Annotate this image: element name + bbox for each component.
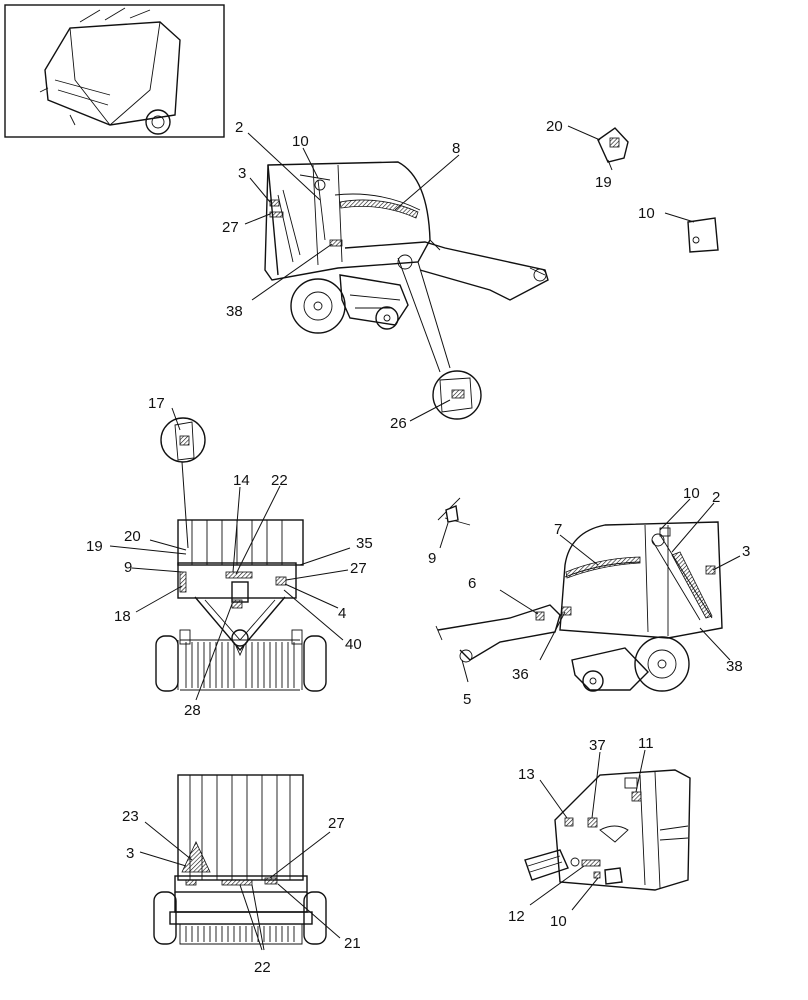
callout-v5-23: 23 [122, 808, 139, 825]
callout-v1-38: 38 [226, 303, 243, 320]
callout-v5-27: 27 [328, 815, 345, 832]
callout-v5-22: 22 [254, 959, 271, 976]
callout-v3-40: 40 [345, 636, 362, 653]
callout-v4-3: 3 [742, 543, 750, 560]
baler-rear-view [153, 774, 327, 945]
callout-v3-28: 28 [184, 702, 201, 719]
callout-v4-7: 7 [554, 521, 562, 538]
inset-overview [4, 4, 225, 138]
callout-v1-27: 27 [222, 219, 239, 236]
callout-v3-35: 35 [356, 535, 373, 552]
callout-v3-17: 17 [148, 395, 165, 412]
callout-v3-4: 4 [338, 605, 346, 622]
leaders-v4 [461, 498, 741, 683]
baler-front-view [155, 417, 327, 692]
callout-v6-13: 13 [518, 766, 535, 783]
callout-v1-3: 3 [238, 165, 246, 182]
callout-v3-20: 20 [124, 528, 141, 545]
leaders-v6 [529, 749, 646, 911]
callout-v2-19: 19 [595, 174, 612, 191]
callout-v3-18: 18 [114, 608, 131, 625]
callout-v4-2: 2 [712, 489, 720, 506]
leaders-v5 [139, 821, 341, 951]
callout-v6-10: 10 [550, 913, 567, 930]
decal-detail-10 [664, 212, 719, 253]
callout-v3-22: 22 [271, 472, 288, 489]
leaders-v3 [109, 407, 351, 701]
callout-v1-10: 10 [292, 133, 309, 150]
baler-tailgate-view [524, 769, 691, 891]
callout-v4-10: 10 [683, 485, 700, 502]
callout-v6-12: 12 [508, 908, 525, 925]
callout-v2-10: 10 [638, 205, 655, 222]
baler-right-side-view [435, 497, 723, 692]
callout-v4-6: 6 [468, 575, 476, 592]
callout-v5-3: 3 [126, 845, 134, 862]
callout-v4-36: 36 [512, 666, 529, 683]
callout-v3-14: 14 [233, 472, 250, 489]
baler-left-side-view [264, 161, 549, 420]
callout-v5-21: 21 [344, 935, 361, 952]
callout-v4-38: 38 [726, 658, 743, 675]
decal-detail-20-19 [567, 125, 629, 171]
callout-v2-20: 20 [546, 118, 563, 135]
callout-v1-26: 26 [390, 415, 407, 432]
callout-v3-27: 27 [350, 560, 367, 577]
leaders-v1 [244, 132, 460, 422]
callout-v1-8: 8 [452, 140, 460, 157]
callout-v3-19: 19 [86, 538, 103, 555]
callout-v6-37: 37 [589, 737, 606, 754]
callout-v3-9: 9 [124, 559, 132, 576]
callout-v4-9: 9 [428, 550, 436, 567]
callout-v1-2: 2 [235, 119, 243, 136]
callout-v6-11: 11 [638, 735, 654, 752]
callout-v4-5: 5 [463, 691, 471, 708]
